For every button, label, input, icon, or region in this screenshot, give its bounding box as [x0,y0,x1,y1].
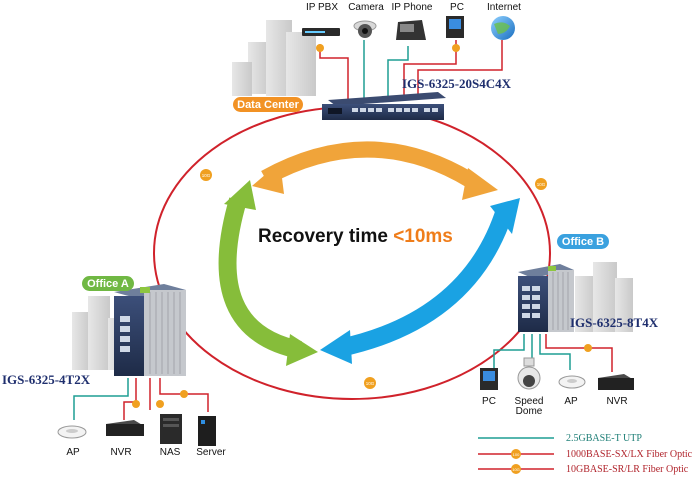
ring-tag-group: 10G 10G 10G [200,169,547,389]
office-b-device-ap: AP [558,375,586,407]
office-b-device-pc: PC [480,368,498,407]
legend-item-copper: 2.5GBASE-T UTP [478,433,642,444]
access-point-icon [558,375,586,389]
svg-text:Office A: Office A [87,278,129,290]
device-label: AP [66,447,80,458]
svg-text:10G: 10G [512,467,520,472]
arrow-blue-head-top [490,198,520,234]
office-b-model-label: IGS-6325-8T4X [570,315,659,330]
top-device-ip-phone: IP Phone [392,2,433,40]
office-b-device-speed-dome: Speed Dome [515,357,544,417]
ip-pbx-icon [302,28,340,36]
pc-icon [446,16,464,38]
office-b-device-nvr: NVR [598,374,634,407]
device-label: Dome [516,406,543,417]
svg-text:Office B: Office B [562,236,604,248]
nvr-icon [106,420,144,436]
top-device-pc: PC [446,2,464,38]
pc-icon [480,368,498,390]
office-b-building-icon [575,262,633,332]
fiber-tag-small [156,400,164,408]
arrow-orange [261,141,475,187]
data-center-badge: Data Center [233,97,303,112]
fiber-tag-small [452,44,460,52]
device-label: IP Phone [392,2,433,13]
top-device-camera: Camera [348,2,384,38]
data-center-building-icon [232,20,316,96]
globe-icon [491,16,515,40]
fiber-tag-small [584,344,592,352]
ring-tag: 10G [535,178,547,190]
arrow-blue-head-bottom [320,330,352,364]
svg-text:100: 100 [513,452,520,457]
device-label: NVR [110,447,131,458]
arrow-green [218,197,302,359]
device-label: PC [482,396,496,407]
office-a-badge: Office A [82,276,134,291]
arrow-green-head-bottom [286,334,318,366]
headline: Recovery time <10ms [258,226,453,247]
office-a-device-links [73,378,209,420]
fiber-tag-small [316,44,324,52]
ring-tag: 10G [200,169,212,181]
arrow-orange-head-right [462,168,498,200]
office-a-model-label: IGS-6325-4T2X [2,372,91,387]
device-label: Speed [515,396,544,407]
arrow-blue [338,207,514,357]
office-a-device-ap: AP [57,425,87,458]
office-a-device-nvr: NVR [106,420,144,458]
legend-item-fiber-10g: 10G 10GBASE-SR/LR Fiber Optic [478,464,689,475]
access-point-icon [57,425,87,439]
svg-text:10GBASE-SR/LR Fiber Optic: 10GBASE-SR/LR Fiber Optic [566,464,689,475]
ring-tag: 10G [364,377,376,389]
device-label: NAS [160,447,181,458]
office-a-switch [114,284,186,376]
nvr-icon [598,374,634,390]
svg-text:10G: 10G [202,173,211,178]
office-a-device-server: Server [196,416,226,458]
top-device-internet: Internet [487,2,521,40]
server-icon [198,416,216,446]
legend-item-fiber-1g: 100 1000BASE-SX/LX Fiber Optic [478,449,693,460]
fiber-tag-small [180,390,188,398]
svg-text:10G: 10G [537,182,546,187]
data-center-model-label: IGS-6325-20S4C4X [402,76,512,91]
ip-phone-icon [396,20,426,40]
office-a-device-nas: NAS [160,414,182,458]
device-label: Internet [487,2,521,13]
dome-camera-icon [353,20,377,38]
device-label: NVR [606,396,627,407]
device-label: Server [196,447,226,458]
svg-text:1000BASE-SX/LX Fiber Optic: 1000BASE-SX/LX Fiber Optic [566,449,693,460]
data-center-switch [322,92,446,120]
device-label: AP [564,396,578,407]
svg-text:10G: 10G [366,381,375,386]
recovery-arrows [218,141,520,366]
top-device-links [319,40,503,100]
svg-text:Data Center: Data Center [237,99,299,111]
arrow-orange-head-left [252,162,284,194]
office-b-device-links [493,334,613,372]
legend: 2.5GBASE-T UTP 100 1000BASE-SX/LX Fiber … [478,433,693,475]
top-device-ip-pbx: IP PBX [302,2,340,36]
arrow-green-head-top [224,180,256,210]
device-label: IP PBX [306,2,338,13]
device-label: PC [450,2,464,13]
fiber-tag-small [132,400,140,408]
device-label: Camera [348,2,384,13]
svg-text:2.5GBASE-T UTP: 2.5GBASE-T UTP [566,433,642,444]
office-b-switch [518,264,574,332]
speed-dome-icon [517,357,541,390]
office-b-badge: Office B [557,234,609,249]
nas-icon [160,414,182,444]
